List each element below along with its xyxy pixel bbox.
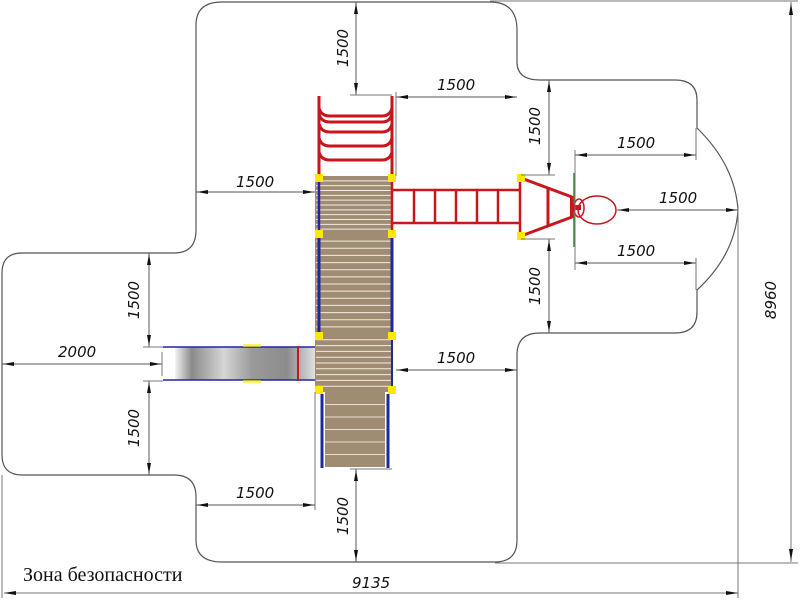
- svg-text:1500: 1500: [617, 242, 655, 260]
- arrow-icon: [4, 591, 16, 595]
- dim-slide-upper-side: 1500: [125, 253, 163, 348]
- arrow-icon: [789, 549, 793, 561]
- middle-deck: [315, 334, 393, 392]
- svg-text:1500: 1500: [617, 134, 655, 152]
- svg-text:1500: 1500: [334, 497, 352, 535]
- post-cap: [517, 232, 525, 240]
- overall-height-label: 8960: [762, 281, 780, 319]
- dim-right-lower-vertical: 1500: [521, 238, 555, 333]
- dim-right-mid: 1500: [396, 349, 517, 372]
- svg-text:1500: 1500: [334, 29, 352, 67]
- svg-text:2000: 2000: [58, 343, 96, 361]
- post-cap: [315, 230, 323, 238]
- svg-text:1500: 1500: [125, 409, 143, 447]
- dim-right-upper-vertical: 1500: [521, 80, 555, 176]
- safety-zone-outline: [1, 1, 739, 563]
- dim-left-upper: 1500: [196, 173, 315, 194]
- post-cap: [315, 332, 323, 340]
- svg-text:1500: 1500: [236, 173, 274, 191]
- post-cap: [388, 230, 396, 238]
- svg-text:1500: 1500: [659, 189, 697, 207]
- upper-climbing-ladder: [317, 96, 394, 180]
- dim-slide-lower-side: 1500: [125, 380, 163, 475]
- lower-staircase: [320, 392, 390, 468]
- arrow-icon: [789, 3, 793, 15]
- dim-top-clearance: 1500: [334, 2, 392, 96]
- middle-walkway: [315, 234, 394, 334]
- dim-ring-upper: 1500: [574, 128, 697, 270]
- arrow-icon: [726, 591, 738, 595]
- svg-text:1500: 1500: [526, 267, 544, 305]
- posts: [315, 174, 525, 394]
- safety-zone-label: Зона безопасности: [23, 564, 183, 586]
- ring-swing: [573, 198, 585, 218]
- svg-text:1500: 1500: [437, 76, 475, 94]
- svg-text:1500: 1500: [125, 281, 143, 319]
- overall-width-label: 9135: [352, 574, 390, 592]
- swing-a-frame: [520, 176, 581, 238]
- post-cap: [517, 174, 525, 182]
- dim-ring-lower: 1500: [575, 242, 697, 290]
- dim-ring-center: 1500: [617, 189, 738, 212]
- post-cap: [315, 174, 323, 182]
- post-cap: [315, 386, 323, 394]
- svg-text:1500: 1500: [437, 349, 475, 367]
- slide: [163, 344, 315, 383]
- dim-slide-exit: 2000: [2, 343, 163, 376]
- post-cap: [388, 332, 396, 340]
- ring-swing: [577, 195, 617, 225]
- post-cap: [388, 174, 396, 182]
- upper-deck: [315, 176, 394, 236]
- dim-left-lower: 1500: [196, 392, 316, 510]
- dim-top-right-gap: 1500: [395, 76, 517, 176]
- dim-bottom-clearance: 1500: [334, 468, 392, 562]
- horizontal-ladder: [392, 178, 522, 236]
- post-cap: [388, 386, 396, 394]
- svg-text:1500: 1500: [526, 107, 544, 145]
- svg-text:1500: 1500: [236, 484, 274, 502]
